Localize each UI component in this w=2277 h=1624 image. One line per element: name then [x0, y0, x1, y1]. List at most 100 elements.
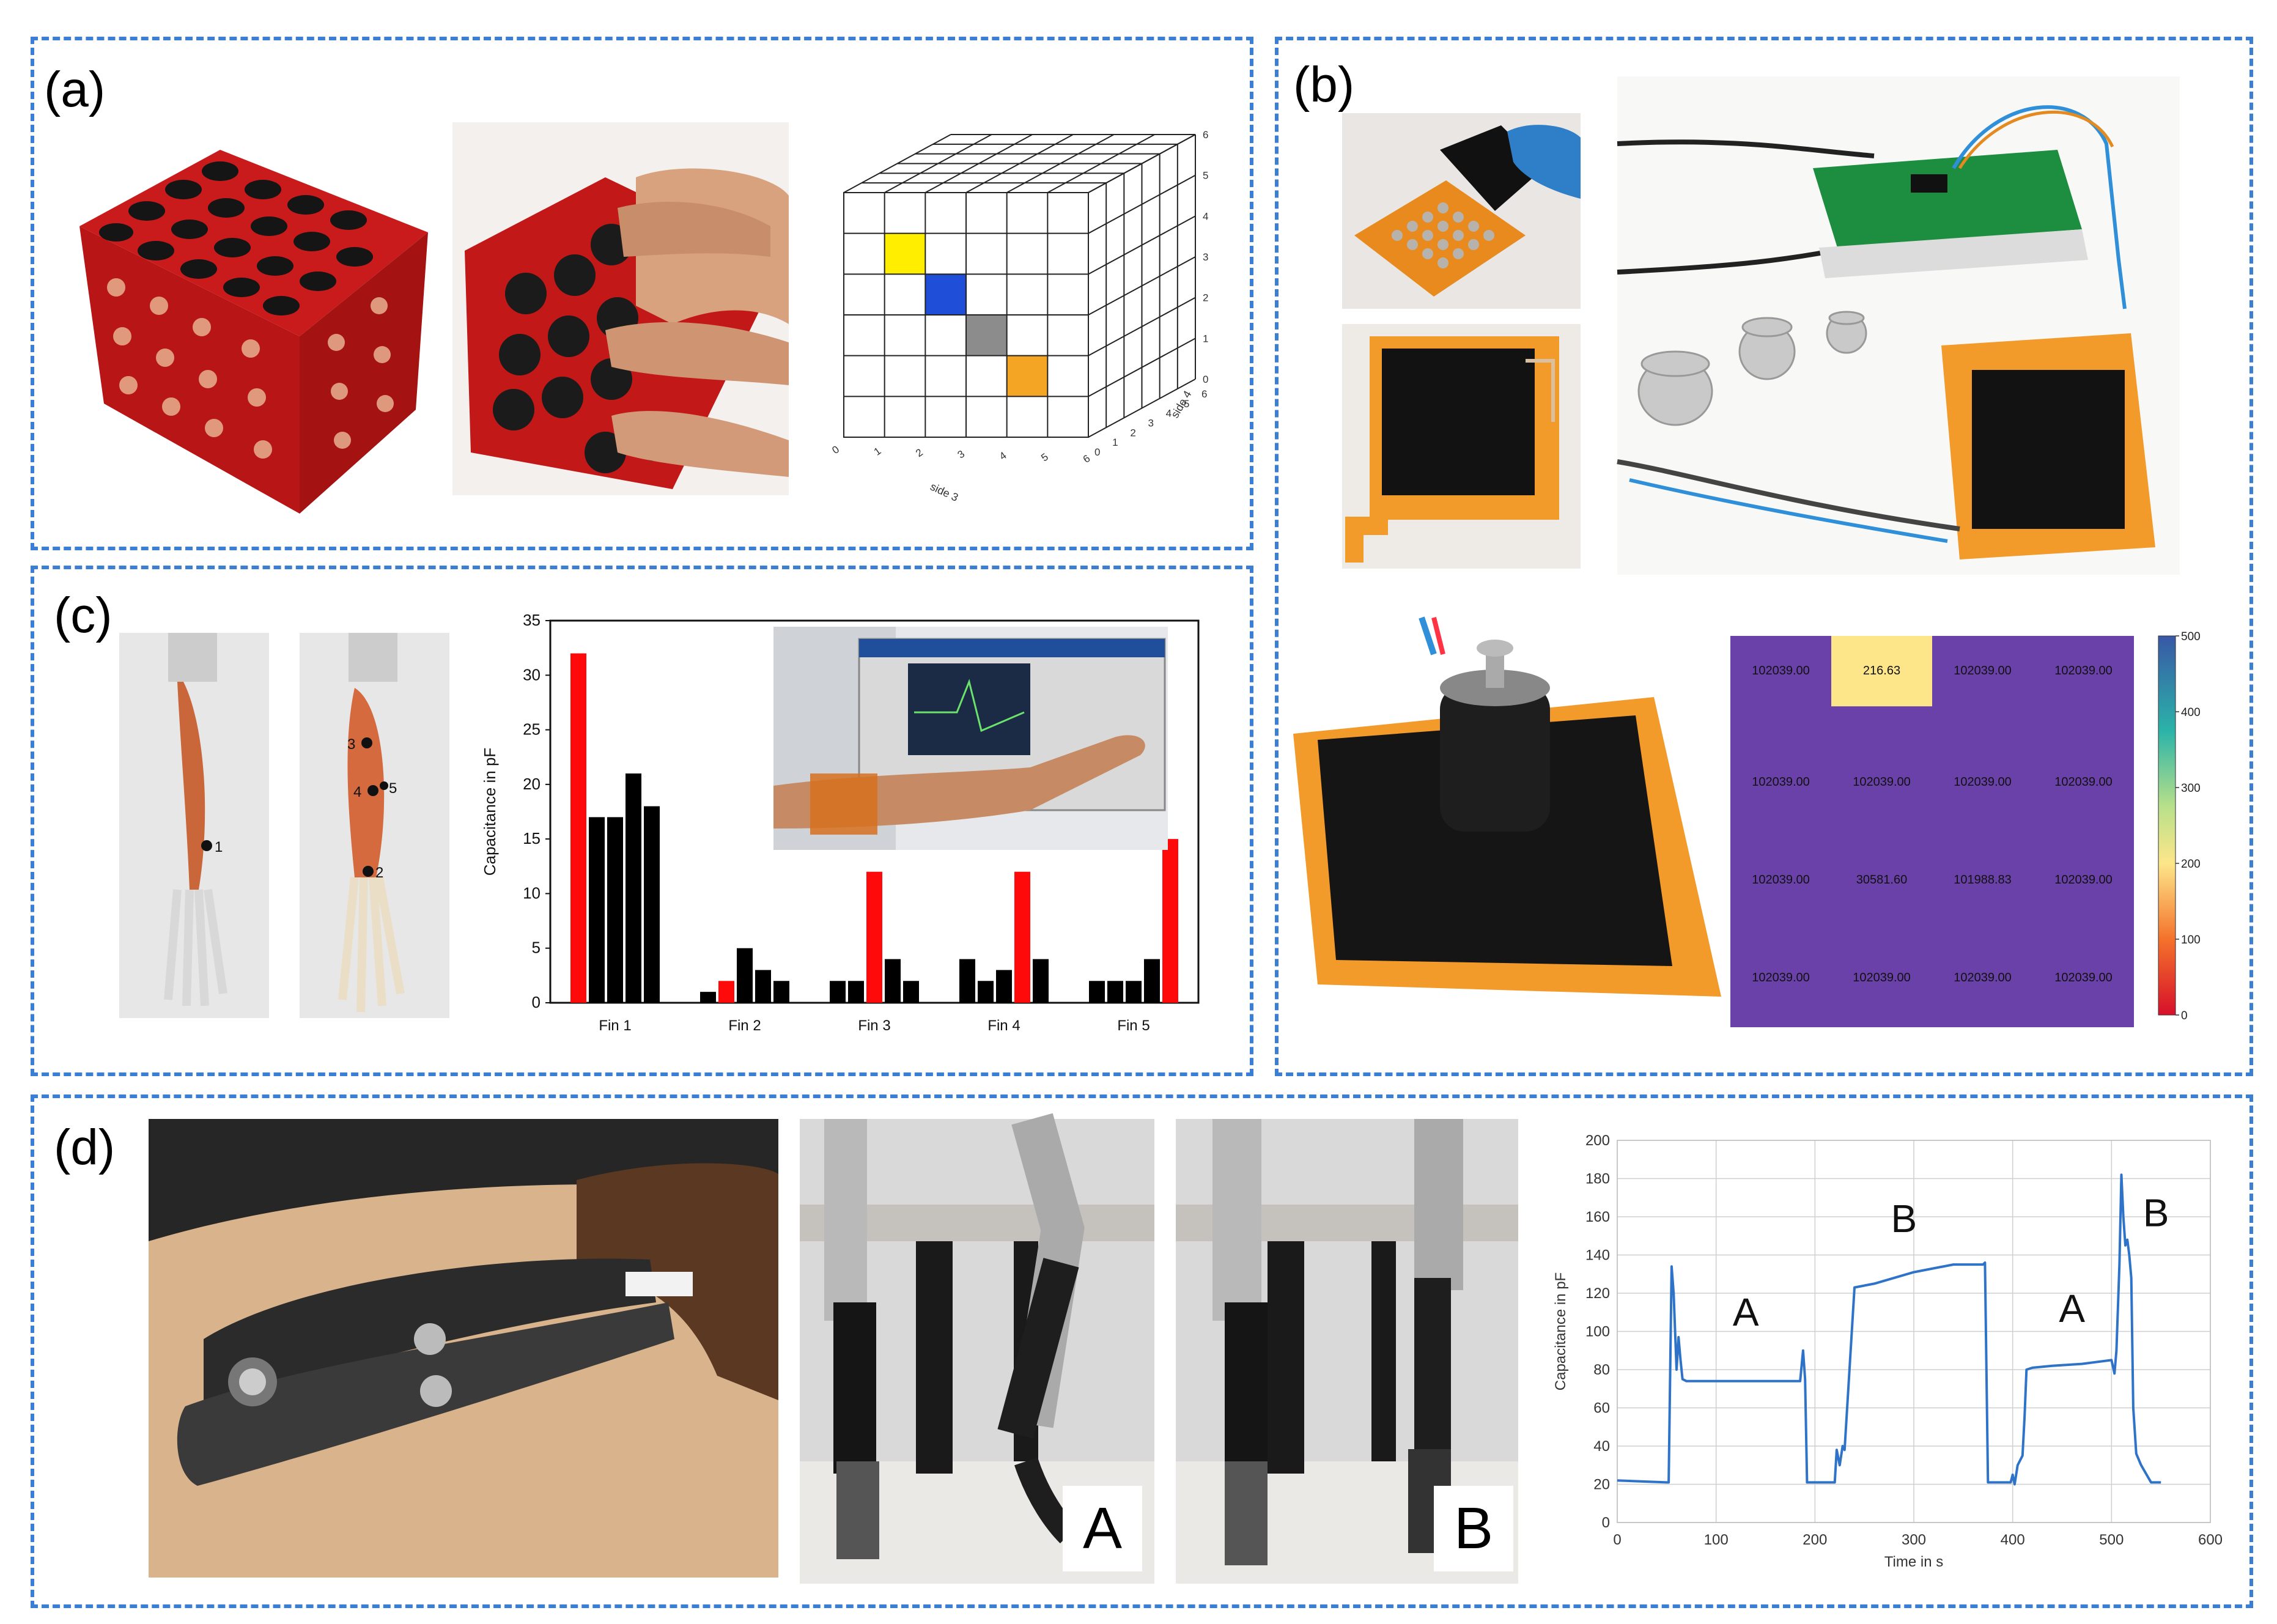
- y-tick-label: 5: [532, 939, 541, 957]
- side3-axis-label: side 3: [928, 480, 960, 503]
- y-tick-label: 100: [1585, 1324, 1610, 1340]
- heatmap-cell-value: 102039.00: [1752, 775, 1810, 789]
- x-tick-label: 400: [2001, 1532, 2025, 1548]
- x-tick-label: 300: [1902, 1532, 1926, 1548]
- panel-a-frame: [31, 37, 1253, 550]
- bar: [978, 981, 994, 1003]
- x-axis-label: Time in s: [1884, 1554, 1943, 1570]
- y-tick-label: 25: [523, 720, 541, 739]
- bar: [1162, 839, 1178, 1003]
- bar: [848, 981, 864, 1003]
- panel-d-label: (d): [54, 1120, 116, 1175]
- bar: [570, 653, 586, 1003]
- y-axis-label: Capacitance in pF: [481, 748, 499, 876]
- z-axis-tick: 6: [1203, 129, 1208, 141]
- side4-axis-tick: 2: [1130, 427, 1135, 438]
- y-tick-label: 140: [1585, 1247, 1610, 1264]
- y-tick-label: 0: [532, 993, 541, 1011]
- bar: [830, 981, 846, 1003]
- x-tick-label: Fin 1: [599, 1017, 631, 1034]
- muscle-point-4: [367, 785, 378, 796]
- bar: [773, 981, 789, 1003]
- heatmap-cell-value: 102039.00: [1752, 664, 1810, 677]
- x-tick-label: 200: [1803, 1532, 1827, 1548]
- side4-axis-tick: 0: [1094, 446, 1100, 458]
- z-axis-tick: 1: [1203, 333, 1208, 344]
- y-tick-label: 160: [1585, 1209, 1610, 1225]
- y-tick-label: 60: [1593, 1400, 1610, 1417]
- plot-frame: [1617, 1140, 2211, 1523]
- y-tick-label: 20: [523, 775, 541, 793]
- side4-axis-tick: 6: [1201, 388, 1207, 400]
- side3-axis-tick: 5: [1039, 451, 1050, 464]
- z-axis-tick: 2: [1203, 292, 1208, 304]
- side4-axis-tick: 1: [1112, 437, 1118, 448]
- heatmap-cell-value: 102039.00: [1954, 775, 2012, 789]
- muscle-point-label: 3: [347, 736, 355, 753]
- bar: [996, 970, 1012, 1003]
- forearm-muscle-left: 1: [119, 633, 269, 1018]
- panel-c-label: (c): [54, 588, 113, 643]
- heatmap-cell-value: 102039.00: [1853, 971, 1911, 984]
- x-tick-label: 600: [2198, 1532, 2223, 1548]
- sensor-pad-photo: [1342, 324, 1581, 569]
- capacitance-heatmap: 102039.00 216.63 102039.00 102039.00 102039.…: [1730, 630, 2201, 1027]
- phase-badge-a: A: [1063, 1486, 1142, 1571]
- y-tick-label: 35: [523, 611, 541, 629]
- heatmap-cell-value: 216.63: [1863, 664, 1900, 677]
- bar: [589, 817, 605, 1003]
- y-tick-label: 200: [1585, 1132, 1610, 1149]
- colorbar-tick-label: 100: [2181, 934, 2201, 947]
- hand-touch-photo: [452, 122, 789, 495]
- phase-annotation: A: [2059, 1286, 2085, 1331]
- x-tick-label: 100: [1704, 1532, 1729, 1548]
- bar: [959, 959, 975, 1003]
- bar: [737, 948, 753, 1003]
- side4-axis-tick: 5: [1184, 398, 1189, 410]
- highlighted-cell: [925, 274, 966, 315]
- y-tick-label: 180: [1585, 1171, 1610, 1187]
- y-axis-label: Capacitance in pF: [1552, 1272, 1569, 1390]
- side4-axis-tick: 4: [1166, 408, 1172, 419]
- colorbar-tick-label: 500: [2181, 630, 2201, 643]
- heatmap-cell-value: 102039.00: [1954, 971, 2012, 984]
- cube-grid-line: [1088, 378, 1196, 438]
- side3-axis-tick: 4: [997, 449, 1009, 462]
- heatmap-colorbar: [2158, 635, 2176, 1016]
- colorbar-tick-label: 400: [2181, 706, 2201, 719]
- side4-axis-tick: 3: [1148, 418, 1154, 429]
- panel-b-frame: [1275, 37, 2253, 1076]
- panel-c-frame: [31, 566, 1253, 1076]
- x-tick-label: Fin 2: [728, 1017, 761, 1034]
- side3-axis-tick: 2: [913, 446, 925, 459]
- bar: [866, 871, 882, 1003]
- panel-a-label: (a): [44, 62, 106, 117]
- side3-axis-tick: 6: [1081, 452, 1093, 465]
- phase-annotation: B: [2143, 1191, 2169, 1235]
- heatmap-cell-value: 101988.83: [1954, 873, 2012, 887]
- muscle-point-label: 5: [389, 780, 397, 797]
- bar: [1014, 871, 1030, 1003]
- side4-axis-label: side 4: [1168, 388, 1194, 420]
- prosthetic-foot-hand-photo: [149, 1119, 778, 1578]
- bar: [1107, 981, 1123, 1003]
- sensor-cube-photo: [67, 141, 434, 520]
- phase-badge-b: B: [1434, 1486, 1513, 1571]
- heatmap-cell-value: 102039.00: [1954, 664, 2012, 677]
- bar: [1033, 959, 1049, 1003]
- heatmap-cell-value: 102039.00: [2054, 971, 2113, 984]
- colorbar-tick-label: 300: [2181, 782, 2201, 795]
- muscle-point-2: [363, 866, 374, 877]
- muscle-point-label: 2: [375, 865, 383, 881]
- capacitance-series-line: [1617, 1173, 2161, 1486]
- highlighted-cell: [884, 233, 926, 275]
- electronics-setup-photo: [1617, 76, 2180, 575]
- heatmap-cell-value: 102039.00: [2054, 873, 2113, 887]
- pouring-process-photo: [1342, 113, 1581, 309]
- highlighted-cell: [1006, 355, 1048, 397]
- z-axis-tick: 3: [1203, 251, 1208, 263]
- x-tick-label: Fin 4: [987, 1017, 1020, 1034]
- forearm-muscle-right: 3 4 5 2: [300, 633, 449, 1018]
- bar: [1126, 981, 1142, 1003]
- panel-d-frame: [31, 1094, 2253, 1608]
